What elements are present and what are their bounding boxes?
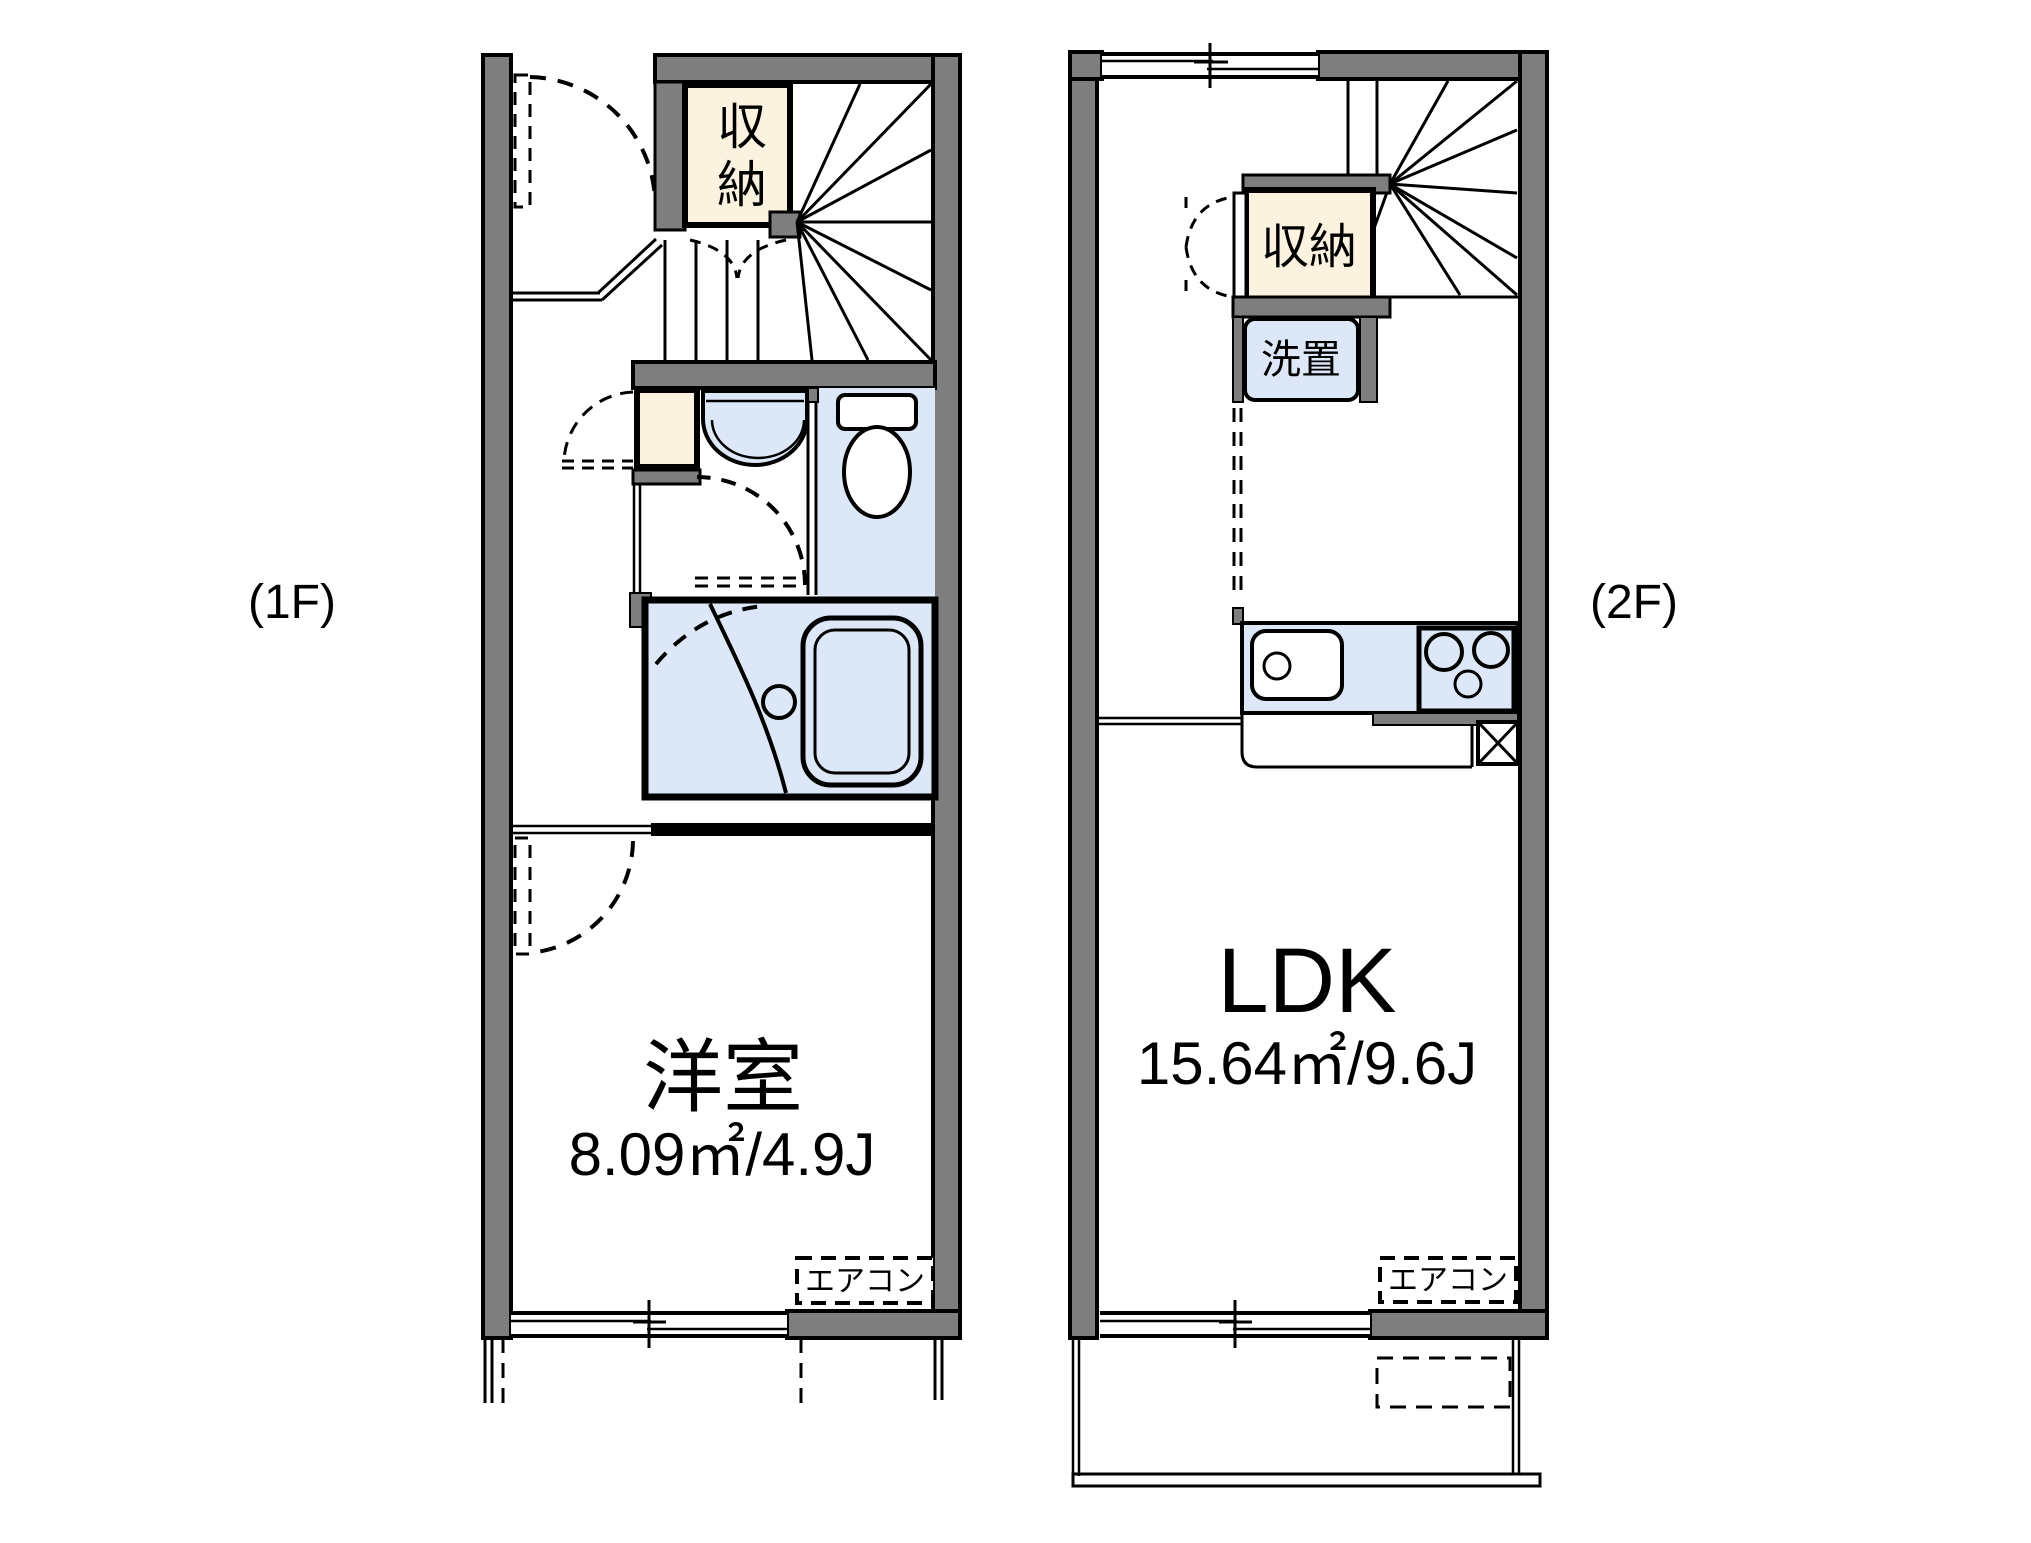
laundry-space-2f: 洗置 (1232, 316, 1378, 625)
room-entry-1f (511, 823, 935, 956)
balcony-2f (1071, 1338, 1542, 1488)
room-area-2f: 15.64㎡/9.6J (1137, 1030, 1477, 1097)
washbasin (701, 389, 809, 467)
window-bottom-2f (1100, 1300, 1370, 1348)
entrance-door-1f (513, 73, 657, 209)
toilet-fixture (836, 393, 918, 519)
entrance-step-line (511, 237, 664, 302)
duct-box (1476, 720, 1520, 766)
walls-2f (1068, 50, 1549, 1340)
closet-doors-1f (689, 238, 787, 279)
floorplan-2f: 収納 洗置 (1068, 43, 1678, 1488)
room-area-1f: 8.09㎡/4.9J (569, 1121, 876, 1188)
bathtub (800, 615, 924, 788)
walls-1f (481, 53, 962, 1340)
aircon-2f: エアコン (1378, 1256, 1518, 1304)
window-top-2f (1102, 43, 1318, 88)
laundry-label-2f: 洗置 (1261, 338, 1341, 382)
washroom-1f (562, 387, 809, 597)
bathroom-1f (629, 592, 939, 801)
staircase-1f (663, 82, 933, 362)
aircon-label-2f: エアコン (1388, 1264, 1508, 1297)
storage-closet-2f: 収納 (1184, 187, 1376, 303)
aircon-1f: エアコン (795, 1256, 935, 1305)
floor-label-2f: (2F) (1590, 576, 1678, 629)
kitchen-stove (1416, 625, 1517, 714)
kitchen-sink (1250, 629, 1344, 701)
floor-label-1f: (1F) (248, 576, 336, 629)
storage-label-1f: 収納 (710, 100, 766, 216)
kitchen-2f (1097, 621, 1520, 769)
room-name-2f: LDK (1218, 930, 1397, 1032)
balcony-dashed-area (1375, 1356, 1512, 1409)
toilet-room (805, 387, 935, 597)
aircon-label-1f: エアコン (805, 1265, 925, 1298)
storage-label-2f: 収納 (1261, 221, 1357, 274)
wall-corridor-1f (631, 360, 937, 390)
wall-under-stairs-2f (1231, 295, 1392, 319)
storage-closet-1f: 収納 (653, 80, 793, 232)
cabinet-1f (634, 387, 700, 470)
room-name-1f: 洋室 (643, 1033, 803, 1122)
window-1f (511, 1300, 787, 1348)
porch-1f (483, 1338, 944, 1403)
floorplan-1f: 収納 (248, 53, 962, 1403)
